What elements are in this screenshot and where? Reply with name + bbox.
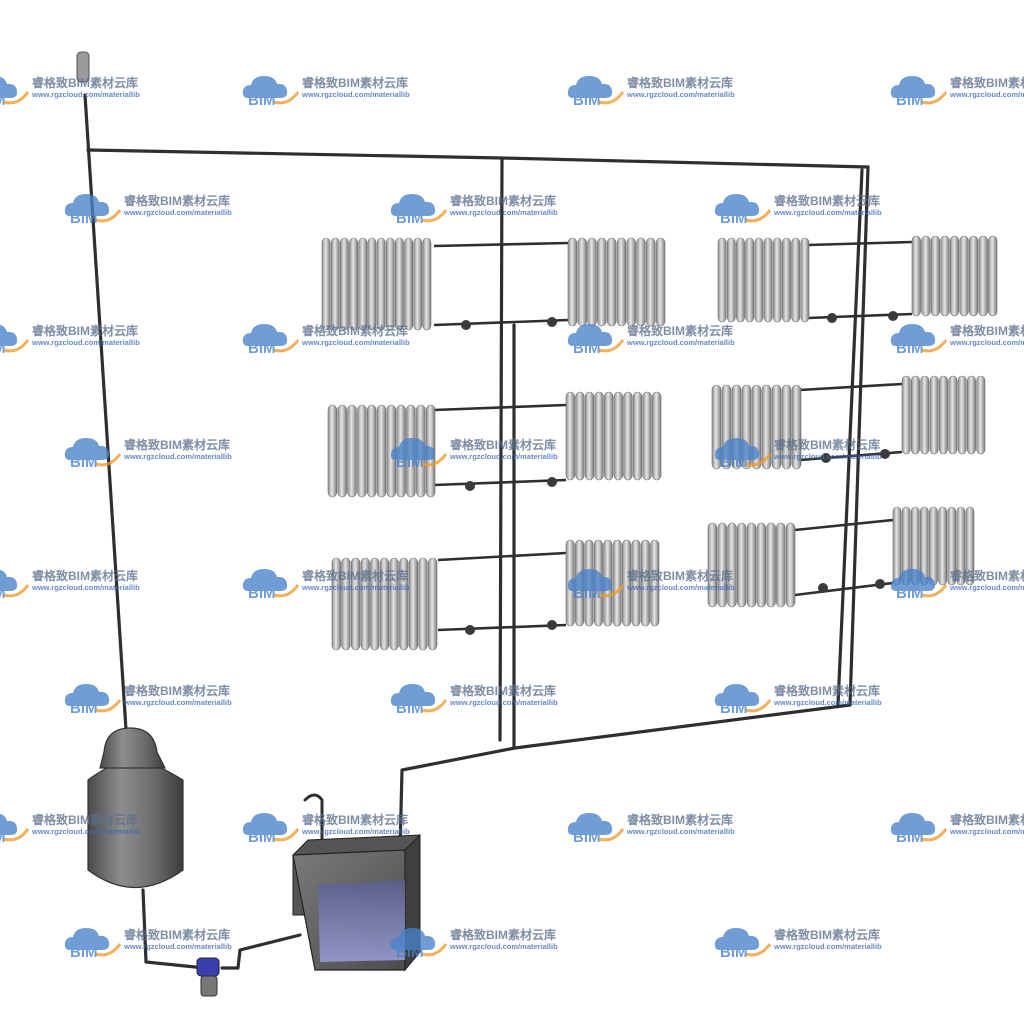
main-riser-pipe: [83, 93, 129, 747]
top-supply-main: [86, 148, 870, 169]
radiator: [911, 235, 998, 317]
radiator: [327, 404, 436, 498]
radiator: [717, 237, 810, 323]
tank-vent-pipe: [303, 793, 324, 862]
pump-to-tank-pipe: [220, 933, 302, 970]
right-return-riser: [848, 165, 870, 707]
circulation-pump: [196, 957, 220, 997]
radiator: [565, 391, 662, 481]
branch-pipes: [433, 240, 913, 632]
radiator: [711, 384, 802, 470]
boiler-outlet-pipe: [141, 888, 207, 970]
right-inner-riser: [836, 168, 864, 707]
water-tank: [292, 833, 421, 972]
radiator: [567, 237, 666, 327]
radiator: [892, 506, 975, 586]
bottom-return-main: [398, 703, 852, 852]
radiator: [707, 522, 796, 608]
radiator: [901, 375, 986, 455]
boiler: [87, 727, 184, 888]
valves: [461, 311, 898, 635]
radiator: [321, 237, 432, 331]
center-supply-riser: [498, 156, 504, 742]
radiator-group: [321, 235, 998, 651]
radiator: [565, 539, 660, 627]
radiator: [331, 557, 438, 651]
air-vent: [76, 51, 90, 83]
